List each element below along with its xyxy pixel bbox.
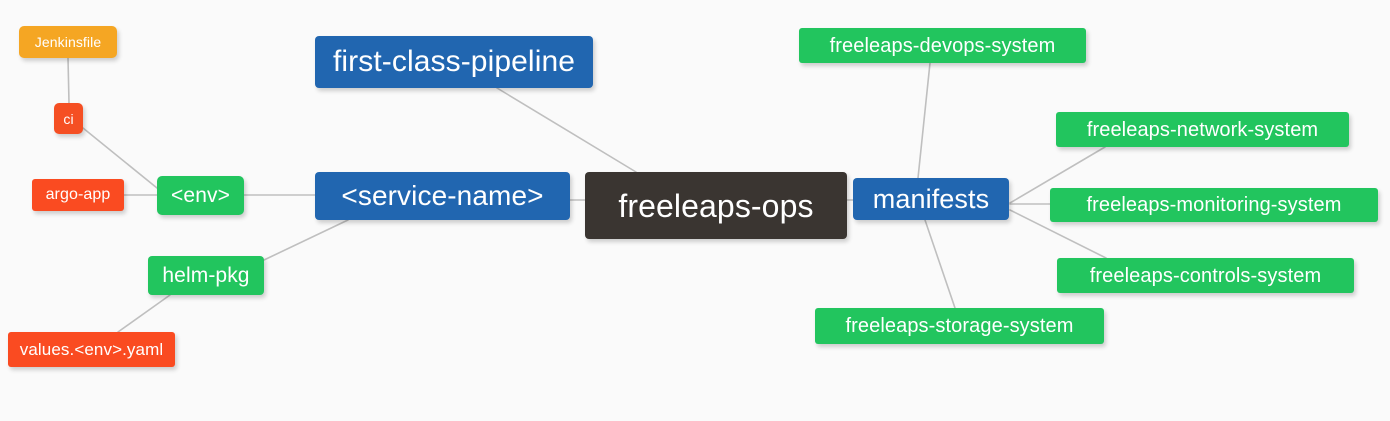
node-label: argo-app bbox=[45, 186, 111, 203]
edge-manifests-to-freeleaps-storage-system bbox=[924, 219, 956, 309]
node-label: freeleaps-controls-system bbox=[1089, 264, 1322, 287]
node-freeleaps-monitoring-system[interactable]: freeleaps-monitoring-system bbox=[1050, 188, 1378, 222]
node-freeleaps-storage-system[interactable]: freeleaps-storage-system bbox=[815, 308, 1104, 344]
node-label: freeleaps-network-system bbox=[1086, 118, 1319, 141]
node-label: ci bbox=[63, 110, 74, 127]
node-jenkinsfile[interactable]: Jenkinsfile bbox=[19, 26, 117, 58]
node-label: freeleaps-monitoring-system bbox=[1086, 194, 1342, 216]
node-ci[interactable]: ci bbox=[54, 103, 83, 134]
node-label: freeleaps-devops-system bbox=[829, 34, 1056, 57]
node-label: freeleaps-storage-system bbox=[845, 315, 1074, 337]
node-label: helm-pkg bbox=[162, 264, 250, 287]
node-label: <service-name> bbox=[341, 180, 544, 211]
node-env[interactable]: <env> bbox=[157, 176, 244, 215]
edge-jenkinsfile-to-ci bbox=[67, 57, 70, 104]
node-argo-app[interactable]: argo-app bbox=[32, 179, 124, 211]
node-freeleaps-ops[interactable]: freeleaps-ops bbox=[585, 172, 847, 239]
node-label: <env> bbox=[171, 184, 230, 207]
edge-service-name-to-helm-pkg bbox=[263, 219, 349, 261]
edge-manifests-to-freeleaps-devops-system bbox=[917, 62, 931, 179]
edge-first-class-pipeline-to-freeleaps-ops bbox=[496, 87, 637, 173]
node-manifests[interactable]: manifests bbox=[853, 178, 1009, 220]
node-freeleaps-network-system[interactable]: freeleaps-network-system bbox=[1056, 112, 1349, 147]
node-helm-pkg[interactable]: helm-pkg bbox=[148, 256, 264, 295]
node-label: freeleaps-ops bbox=[618, 187, 814, 224]
node-label: first-class-pipeline bbox=[332, 45, 576, 78]
node-label: manifests bbox=[872, 183, 990, 214]
node-values-env-yaml[interactable]: values.<env>.yaml bbox=[8, 332, 175, 367]
node-first-class-pipeline[interactable]: first-class-pipeline bbox=[315, 36, 593, 88]
node-label: Jenkinsfile bbox=[34, 34, 102, 50]
node-service-name[interactable]: <service-name> bbox=[315, 172, 570, 220]
node-label: values.<env>.yaml bbox=[19, 340, 164, 359]
edge-helm-pkg-to-values-env-yaml bbox=[117, 294, 171, 333]
node-freeleaps-devops-system[interactable]: freeleaps-devops-system bbox=[799, 28, 1086, 63]
node-freeleaps-controls-system[interactable]: freeleaps-controls-system bbox=[1057, 258, 1354, 293]
